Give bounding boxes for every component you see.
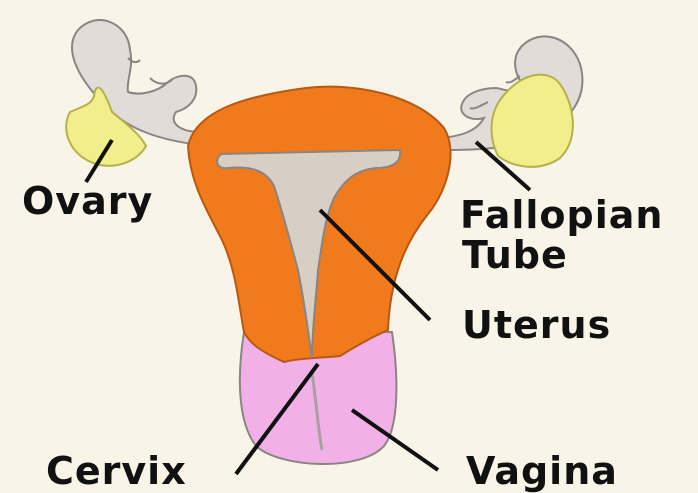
uterus-label: Uterus	[462, 306, 611, 344]
ovary-label: Ovary	[22, 182, 153, 220]
right-ovary	[492, 75, 573, 167]
tube-label: Tube	[462, 236, 568, 274]
cervix-label: Cervix	[46, 452, 187, 490]
fallopian-label: Fallopian	[460, 196, 663, 234]
vagina-label: Vagina	[466, 452, 618, 490]
